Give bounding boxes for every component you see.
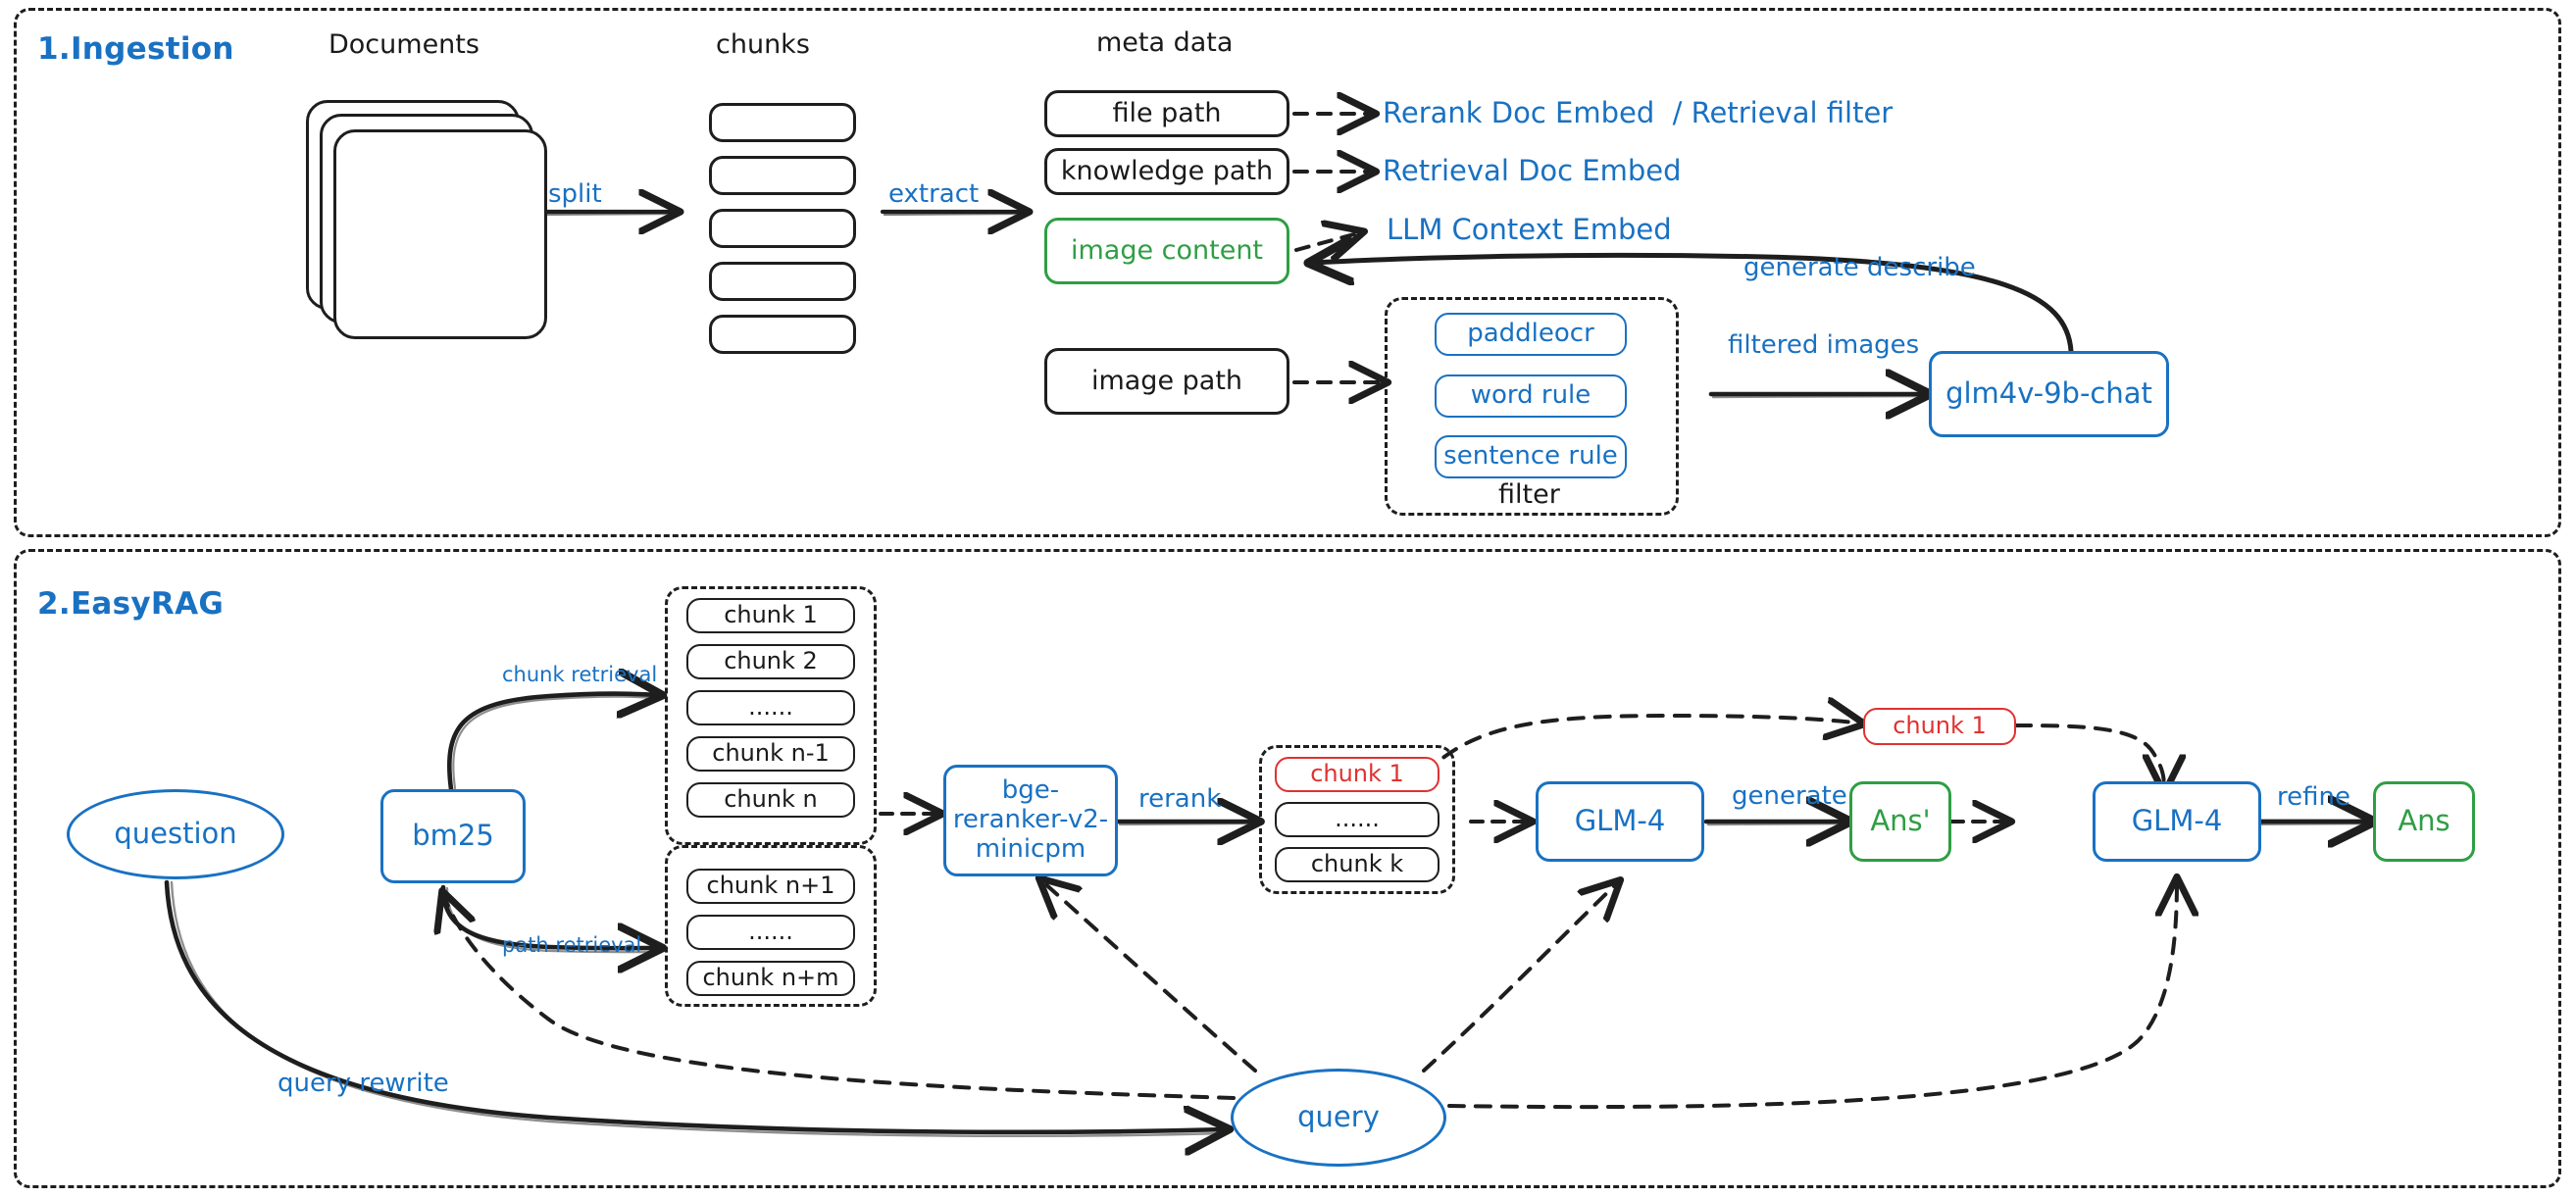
node-bge-reranker[interactable]: bge- reranker-v2- minicpm (943, 765, 1118, 876)
chunk-slab (709, 156, 856, 195)
ingestion-panel (14, 8, 2561, 537)
chunk-item[interactable]: chunk n-1 (686, 736, 855, 772)
documents-stack (294, 98, 549, 339)
caption-filter: filter (1498, 479, 1560, 510)
meta-box-file-path[interactable]: file path (1044, 90, 1289, 137)
reranked-group (1259, 745, 1455, 894)
section-title-ingestion: 1.Ingestion (37, 31, 234, 67)
chunk-item[interactable]: chunk n (686, 782, 855, 818)
chunk-slab (709, 262, 856, 301)
node-bge-reranker-label: bge- reranker-v2- minicpm (952, 775, 1109, 864)
reranked-chunk-dots[interactable]: ...... (1275, 802, 1440, 837)
edge-chunk-retrieval (446, 694, 659, 792)
filter-item-word-rule[interactable]: word rule (1435, 374, 1627, 418)
edge-label-query-rewrite: query rewrite (278, 1069, 449, 1098)
edge-label-chunk-retrieval: chunk retrieval (502, 663, 658, 686)
node-bm25[interactable]: bm25 (380, 789, 526, 883)
chunk-item[interactable]: chunk n+1 (686, 869, 855, 904)
chunk-item[interactable]: chunk 2 (686, 644, 855, 679)
node-glm4-refine[interactable]: GLM-4 (2093, 781, 2261, 862)
caption-metadata: meta data (1096, 27, 1234, 58)
reranked-chunk-1[interactable]: chunk 1 (1275, 757, 1440, 792)
edge-generate-describe (1312, 255, 2074, 354)
target-llm-context-embed: LLM Context Embed (1387, 213, 1672, 246)
chunk-item[interactable]: chunk n+m (686, 961, 855, 996)
chunks-top-group (665, 586, 877, 845)
edge-label-generate: generate (1732, 781, 1847, 811)
chunk-slab (709, 315, 856, 354)
edge-topchunk-to-glm2 (2014, 724, 2164, 790)
chunk-item[interactable]: chunk 1 (686, 598, 855, 633)
edge-label-split: split (548, 179, 602, 209)
edge-imagecontent-out (1294, 232, 1361, 250)
edge-label-extract: extract (888, 179, 980, 209)
easyrag-panel (14, 549, 2561, 1188)
edge-chunk1-to-topchunk (1422, 716, 1861, 776)
section-title-easyrag: 2.EasyRAG (37, 586, 225, 622)
node-ans-prime[interactable]: Ans' (1849, 781, 1951, 862)
edge-label-generate-describe: generate describe (1743, 253, 1976, 282)
node-query[interactable]: query (1231, 1069, 1446, 1167)
edge-label-filtered-images: filtered images (1728, 330, 1920, 360)
edge-label-path-retrieval: path retrieval (502, 933, 642, 957)
filter-item-sentence-rule[interactable]: sentence rule (1435, 435, 1627, 478)
caption-documents: Documents (328, 29, 480, 60)
chunk-item[interactable]: ...... (686, 915, 855, 950)
edge-label-rerank: rerank (1138, 784, 1222, 814)
edge-query-rewrite (164, 879, 1226, 1132)
meta-box-knowledge-path[interactable]: knowledge path (1044, 148, 1289, 195)
node-glm4-generate[interactable]: GLM-4 (1536, 781, 1704, 862)
meta-box-image-content[interactable]: image content (1044, 218, 1289, 284)
reranked-chunk-k[interactable]: chunk k (1275, 847, 1440, 882)
model-glm4v-9b-chat[interactable]: glm4v-9b-chat (1929, 351, 2169, 437)
chunks-bottom-group (665, 845, 877, 1007)
filter-group (1385, 297, 1679, 516)
chunk-slab (709, 103, 856, 142)
target-rerank-doc-embed: Rerank Doc Embed / Retrieval filter (1383, 96, 1894, 129)
caption-chunks: chunks (716, 29, 810, 60)
edge-query-to-glm2 (1447, 880, 2177, 1110)
target-retrieval-doc-embed: Retrieval Doc Embed (1383, 154, 1682, 187)
node-top-chunk-1[interactable]: chunk 1 (1863, 708, 2016, 745)
node-question[interactable]: question (67, 789, 284, 879)
chunk-item[interactable]: ...... (686, 690, 855, 725)
node-ans[interactable]: Ans (2373, 781, 2475, 862)
edge-label-refine: refine (2277, 782, 2350, 812)
meta-box-image-path[interactable]: image path (1044, 348, 1289, 415)
edge-query-to-reranker (1041, 880, 1257, 1073)
chunk-slab (709, 209, 856, 248)
edge-query-to-glm1 (1422, 882, 1618, 1073)
filter-item-paddleocr[interactable]: paddleocr (1435, 313, 1627, 356)
edge-query-to-bm25 (443, 894, 1236, 1100)
